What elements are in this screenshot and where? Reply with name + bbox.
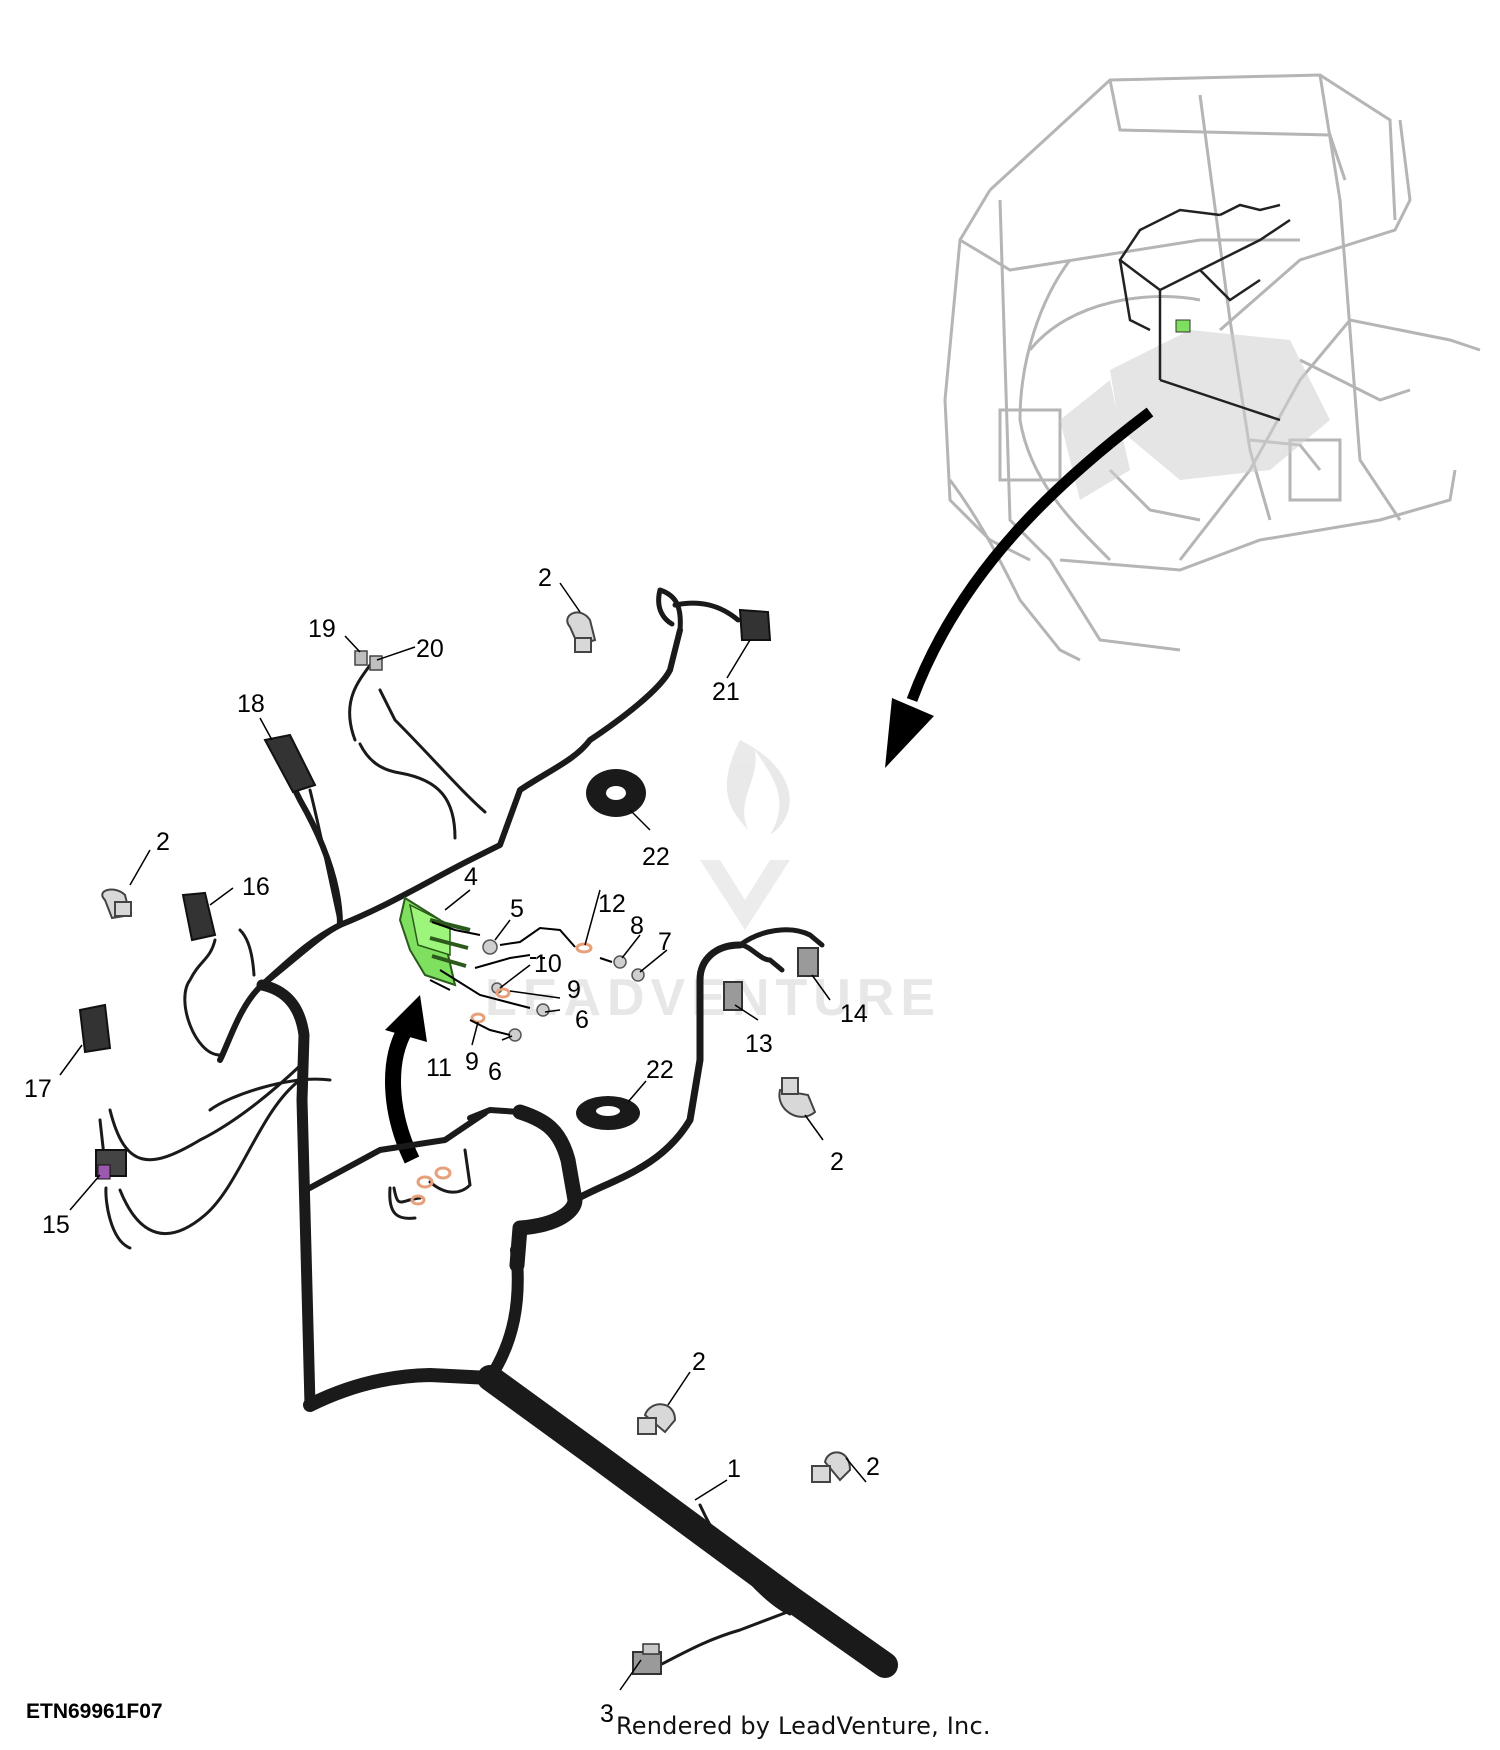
clamp-2-c (778, 1077, 817, 1118)
callout-9-a: 9 (567, 976, 581, 1004)
exploded-view-dashed-lines (429, 921, 613, 1036)
callout-21: 21 (712, 678, 740, 706)
connector-14 (797, 947, 819, 977)
figure-id: ETN69961F07 (26, 1700, 163, 1723)
callout-8: 8 (630, 912, 644, 940)
connector-3 (632, 1643, 662, 1675)
callout-19: 19 (308, 615, 336, 643)
clamp-2-e (811, 1451, 852, 1483)
connector-15 (95, 1149, 127, 1180)
callout-22-b: 22 (646, 1056, 674, 1084)
connector-17 (78, 1003, 112, 1054)
callout-14: 14 (840, 1000, 868, 1028)
callout-3: 3 (600, 1700, 614, 1728)
connector-4-green (398, 896, 471, 987)
connector-20 (369, 655, 383, 671)
callout-16: 16 (242, 873, 270, 901)
callout-2-c: 2 (830, 1148, 844, 1176)
leader-lines (59, 582, 867, 1691)
callout-10: 10 (534, 950, 562, 978)
cab-frame-illustration (943, 73, 1481, 662)
hardware-small (482, 939, 645, 1042)
detail-arrow-large (885, 407, 1154, 768)
callout-12: 12 (598, 890, 626, 918)
callout-6-a: 6 (575, 1006, 589, 1034)
clamp-2-b (101, 888, 132, 920)
connector-16 (181, 891, 217, 942)
main-harness (256, 587, 898, 1678)
callout-22-a: 22 (642, 843, 670, 871)
callout-2-e: 2 (866, 1453, 880, 1481)
callout-9-b: 9 (465, 1048, 479, 1076)
clamp-2-a (566, 611, 597, 653)
callout-7: 7 (658, 928, 672, 956)
callout-6-b: 6 (488, 1058, 502, 1086)
callout-2-b: 2 (156, 828, 170, 856)
cab-harness-miniature (1118, 203, 1291, 422)
harness-segments (217, 777, 343, 1063)
callout-11: 11 (426, 1054, 452, 1082)
callout-2-d: 2 (692, 1348, 706, 1376)
callout-15: 15 (42, 1211, 70, 1239)
callout-13: 13 (745, 1030, 773, 1058)
branch-wires (98, 663, 800, 1667)
connector-13 (723, 981, 743, 1011)
callout-17: 17 (24, 1075, 52, 1103)
render-credit: Rendered by LeadVenture, Inc. (616, 1712, 991, 1740)
callout-20: 20 (416, 635, 444, 663)
connector-19 (354, 650, 368, 666)
watermark-text: LEADVENTURE (485, 969, 941, 1027)
connector-21 (738, 608, 772, 641)
callout-5: 5 (510, 895, 524, 923)
terminals-copper (410, 942, 593, 1206)
grommet-22-lower (576, 1096, 640, 1130)
cab-connector-green-miniature (1175, 319, 1191, 333)
callout-4: 4 (464, 863, 478, 891)
callout-18: 18 (237, 690, 265, 718)
clamp-2-d (637, 1403, 677, 1435)
detail-arrow-small (385, 995, 427, 1164)
connector-18 (263, 733, 317, 794)
callout-1: 1 (727, 1455, 741, 1483)
callout-2-a: 2 (538, 564, 552, 592)
watermark: LEADVENTURE (485, 740, 941, 1027)
grommet-22-upper (586, 769, 646, 817)
callout-labels: 1 2 2 2 2 2 2 3 4 5 6 6 7 8 9 9 10 11 12… (24, 564, 880, 1728)
